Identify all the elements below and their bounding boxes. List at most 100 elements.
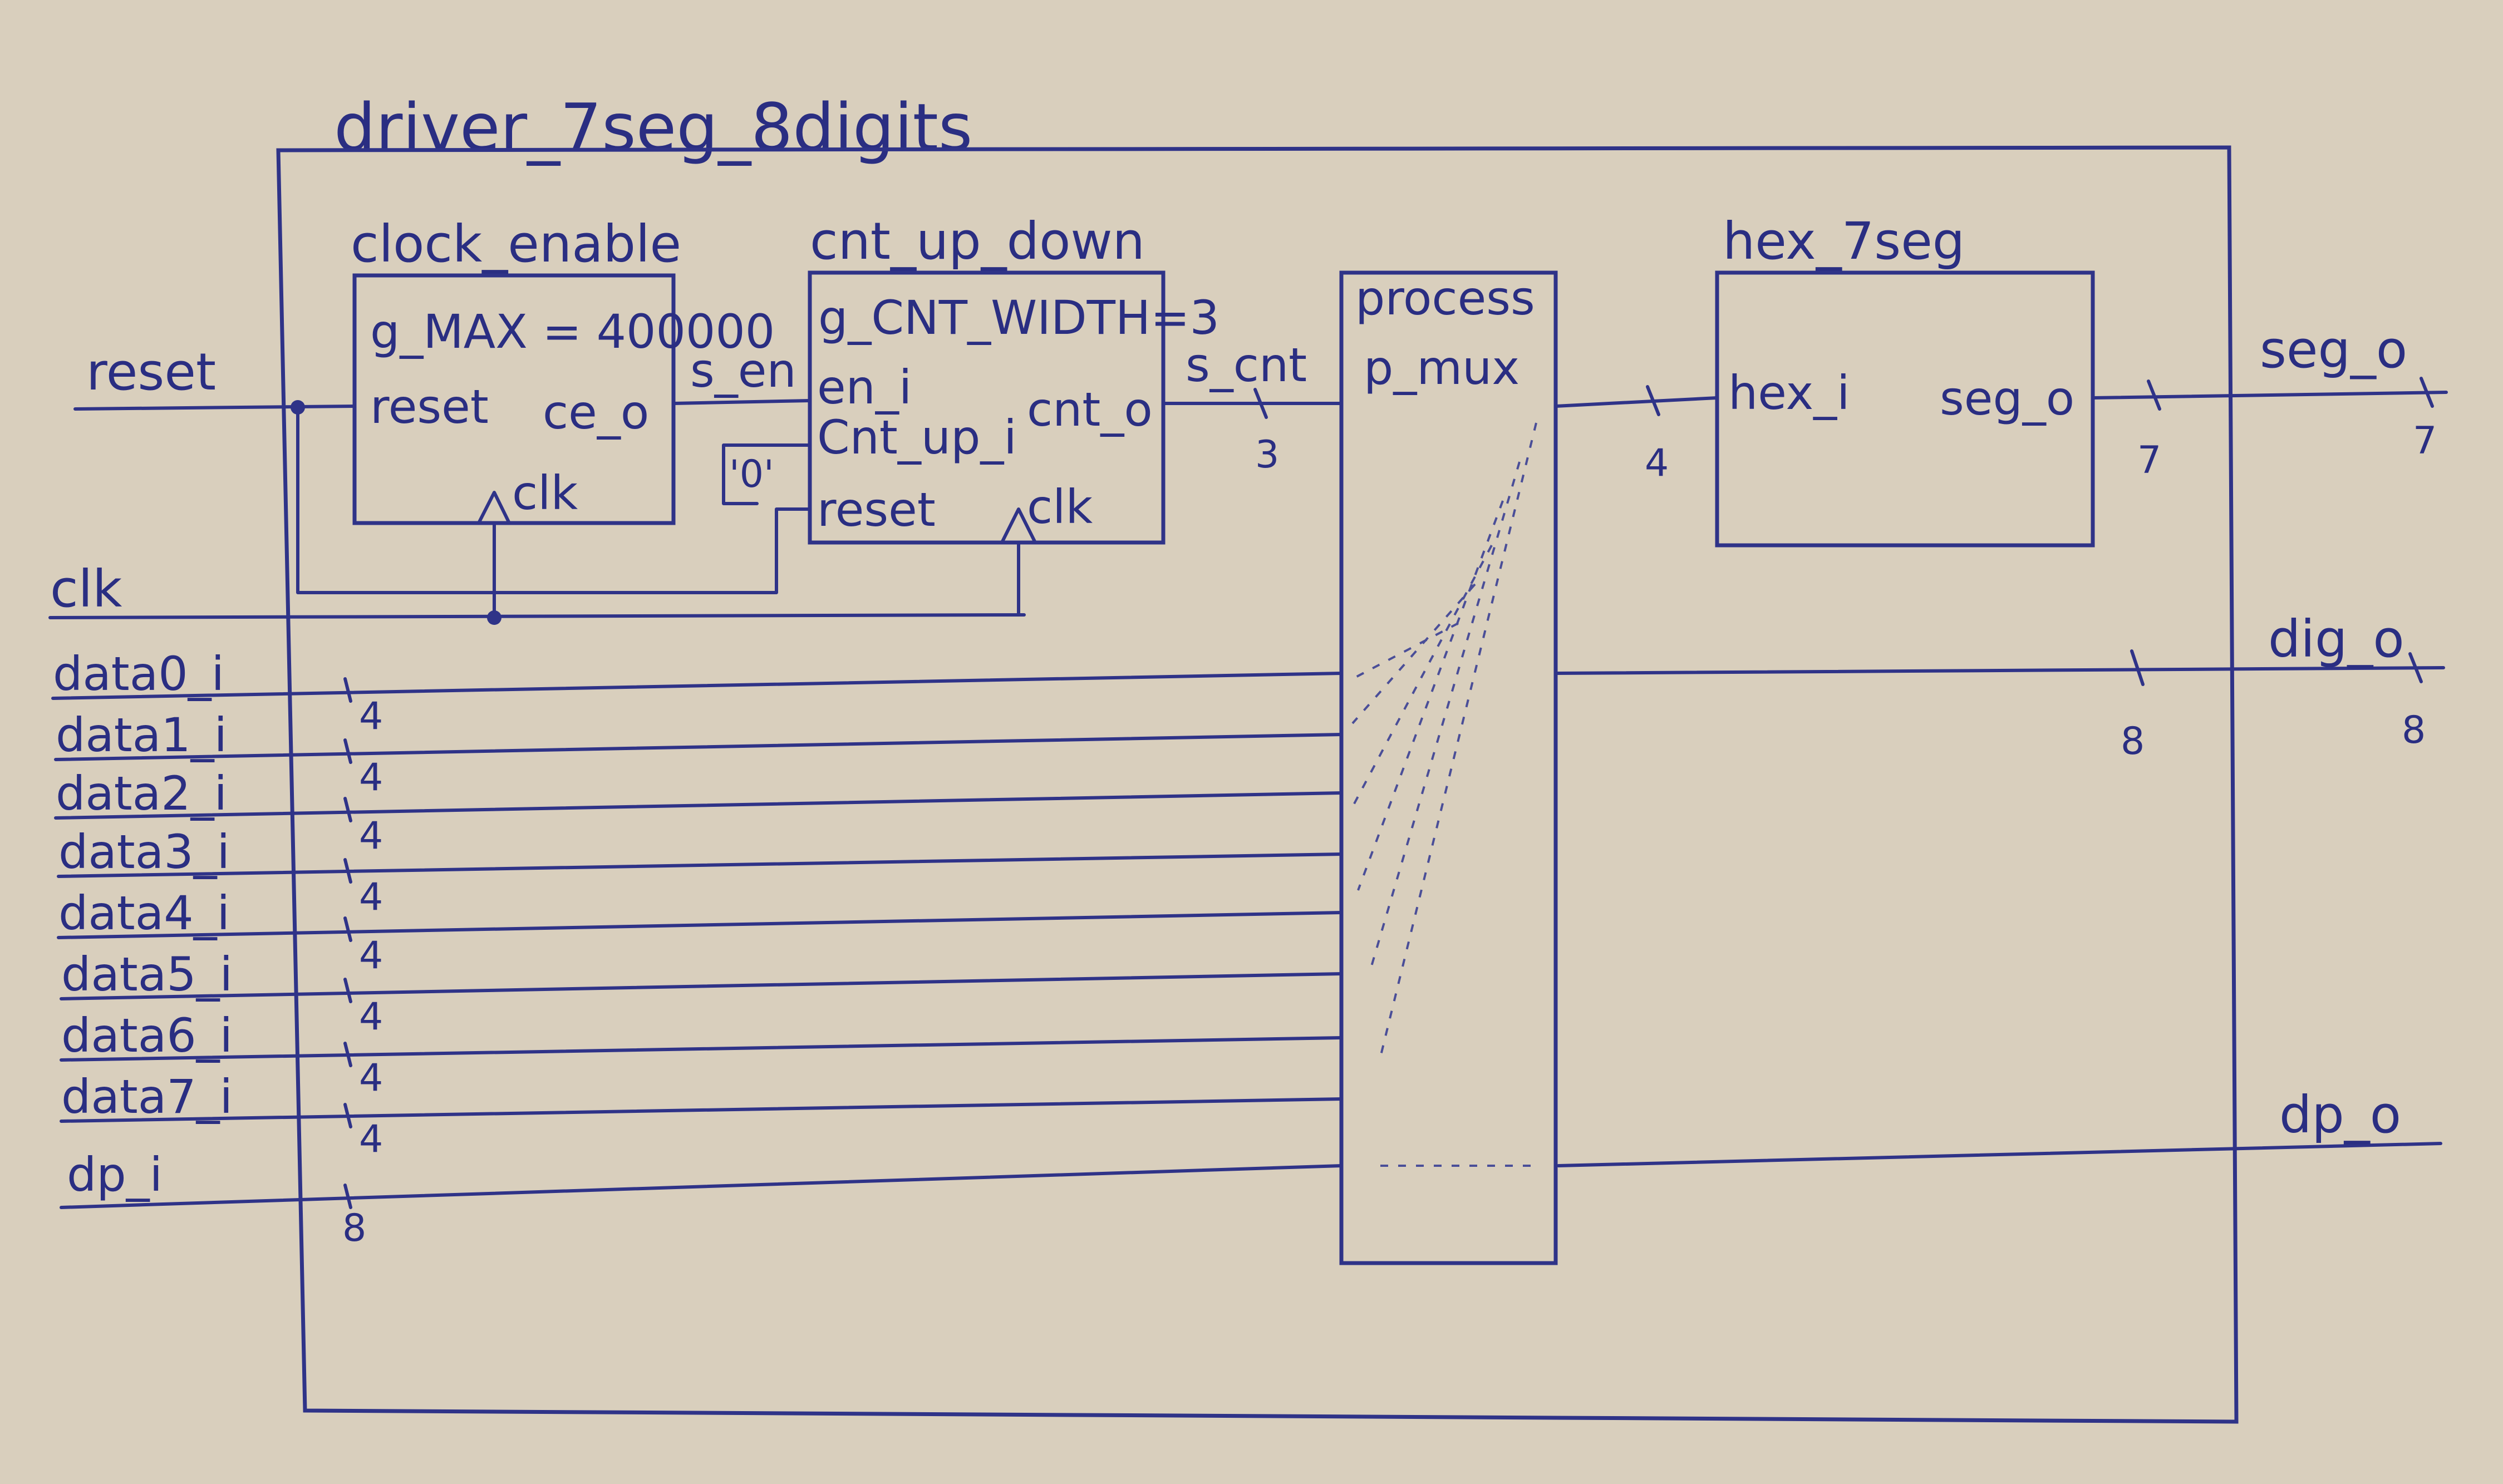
mux-hex-width-tick (1646, 385, 1660, 416)
cnt-up-down-block: cnt_up_down g_CNT_WIDTH=3 en_i Cnt_up_i … (808, 211, 1219, 545)
top-entity-border (276, 145, 2239, 1424)
data-input-row: data1_i 4 (54, 708, 1343, 800)
dp-input-row: dp_i 8 (60, 1147, 1343, 1250)
data-input-label: data7_i (61, 1069, 233, 1124)
clk-wire (48, 613, 1026, 619)
dp-input-width: 8 (342, 1206, 366, 1250)
data-input-width: 4 (359, 756, 383, 800)
data-input-row: data4_i 4 (57, 886, 1343, 978)
data-input-wire (57, 911, 1343, 939)
mux-hex-width: 4 (1645, 441, 1669, 485)
hex-7seg-port-hex: hex_i (1728, 366, 1850, 420)
data-input-row: data0_i 4 (51, 647, 1343, 738)
cnt-up-down-port-cnt-up: Cnt_up_i (817, 410, 1017, 465)
clock-enable-port-reset: reset (370, 379, 489, 434)
data-input-label: data3_i (58, 825, 230, 879)
cnt-up-down-clk-triangle (1000, 507, 1037, 544)
hex-7seg-box (1715, 270, 2095, 548)
mux-to-hex-wiring: 4 (1554, 385, 1719, 485)
top-entity: driver_7seg_8digits (276, 89, 2239, 1424)
data-input-wire (54, 791, 1343, 820)
dig-output-width: 8 (2402, 708, 2426, 752)
data-input-width-tick (343, 858, 352, 884)
clock-enable-port-clk: clk (512, 466, 578, 520)
process-label: process (1355, 271, 1535, 326)
data-input-row: data7_i 4 (60, 1069, 1343, 1161)
const-zero-wire (722, 443, 812, 505)
cnt-up-down-port-reset: reset (817, 482, 936, 537)
dig-inner-width-tick (2130, 649, 2145, 686)
dp-output-label: dp_o (2279, 1085, 2401, 1145)
data-input-width: 4 (359, 1117, 383, 1161)
process-box (1339, 270, 1558, 1265)
reset-branch-wire (296, 406, 812, 594)
dig-inner-width: 8 (2121, 719, 2145, 763)
process-name: p_mux (1364, 341, 1519, 395)
data-input-wire (60, 1097, 1343, 1123)
seg-output-width: 7 (2413, 419, 2437, 463)
data-input-row: data6_i 4 (60, 1008, 1343, 1100)
data-input-label: data0_i (53, 647, 224, 701)
data-input-label: data5_i (61, 947, 233, 1002)
hex-7seg-title: hex_7seg (1723, 211, 1965, 271)
s-en-wiring: s_en '0' (672, 343, 812, 505)
cnt-up-down-box (808, 270, 1166, 545)
input-clk-label: clk (50, 559, 122, 619)
reset-wire (73, 405, 356, 411)
s-cnt-wiring: s_cnt 3 (1162, 338, 1343, 477)
data-input-wire (57, 852, 1343, 878)
s-cnt-label: s_cnt (1186, 338, 1307, 392)
data-input-width-tick (343, 916, 352, 942)
data-input-label: data2_i (56, 766, 227, 821)
s-cnt-width: 3 (1255, 433, 1279, 477)
data-input-width: 4 (359, 934, 383, 978)
reset-clk-wiring: reset clk (48, 342, 1026, 625)
clock-enable-generic: g_MAX = 400000 (370, 304, 775, 359)
data-input-label: data6_i (61, 1008, 233, 1063)
cnt-up-down-port-clk: clk (1027, 480, 1093, 534)
cnt-up-down-title: cnt_up_down (810, 211, 1145, 271)
dp-output-wire (1557, 1142, 2442, 1167)
dp-input-label: dp_i (67, 1147, 163, 1202)
data-input-width: 4 (359, 1056, 383, 1100)
dig-output-wire (1554, 666, 2445, 675)
data-input-wire (51, 672, 1343, 700)
s-en-wire (672, 399, 812, 405)
data-input-width: 4 (359, 995, 383, 1039)
clock-enable-title: clock_enable (351, 214, 681, 274)
data-input-row: data5_i 4 (60, 947, 1343, 1039)
hex-7seg-port-seg: seg_o (1940, 371, 2074, 426)
clock-enable-block: clock_enable g_MAX = 400000 reset ce_o c… (351, 214, 775, 525)
clock-enable-port-ce: ce_o (543, 385, 649, 440)
data-input-width-tick (343, 677, 352, 703)
data-input-row: data3_i 4 (57, 825, 1343, 919)
data-input-label: data4_i (58, 886, 230, 940)
cnt-up-down-port-en: en_i (817, 360, 912, 415)
data-inputs: data0_i 4 data1_i 4 data2_i 4 data3_i 4 … (51, 647, 1343, 1250)
data-input-width: 4 (359, 875, 383, 919)
data-input-row: data2_i 4 (54, 766, 1343, 858)
data-input-wire (54, 733, 1343, 761)
seg-output-width-tick (2420, 377, 2434, 408)
cnt-up-down-port-cnt: cnt_o (1027, 382, 1153, 437)
data-input-width-tick (343, 1042, 352, 1067)
const-zero-label: '0' (729, 452, 774, 496)
s-cnt-width-tick (1253, 388, 1268, 419)
data-input-width: 4 (359, 694, 383, 738)
dp-input-width-tick (343, 1184, 352, 1209)
dp-input-wire (60, 1164, 1343, 1209)
seg-output-wire (2091, 391, 2448, 400)
outputs: seg_o 7 7 dig_o 8 8 dp_o (1554, 320, 2448, 1167)
data-input-width: 4 (359, 814, 383, 858)
data-input-wire (60, 1036, 1343, 1062)
data-input-width-tick (343, 1103, 352, 1128)
process-p-mux-block: process p_mux (1339, 270, 1558, 1265)
clock-enable-box (352, 273, 676, 525)
clock-enable-clk-triangle (477, 491, 511, 525)
seg-output-label: seg_o (2260, 320, 2407, 379)
s-en-label: s_en (690, 343, 796, 398)
data-input-label: data1_i (56, 708, 227, 762)
data-input-width-tick (343, 797, 352, 822)
